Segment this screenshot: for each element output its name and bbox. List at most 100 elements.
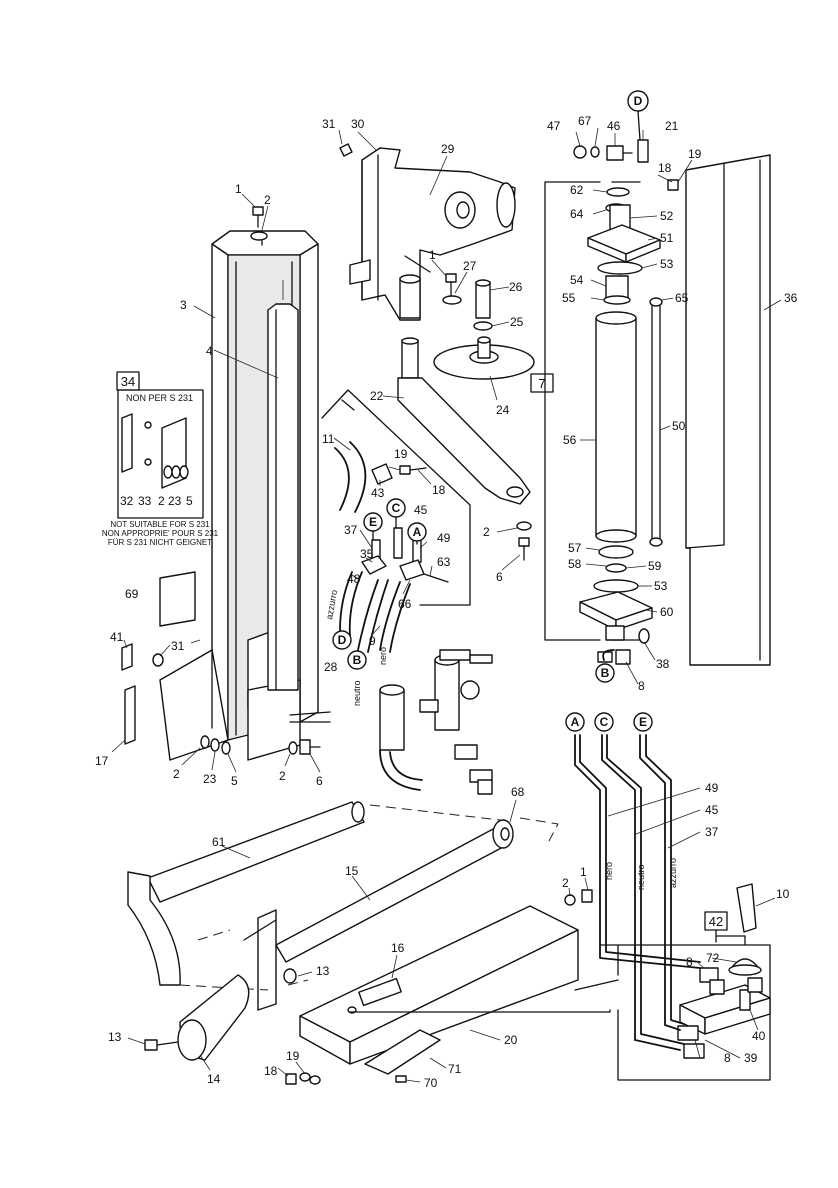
connector-d: D bbox=[634, 94, 643, 108]
callout-13: 13 bbox=[108, 1030, 122, 1044]
tube-b bbox=[602, 649, 615, 661]
connector-c: C bbox=[600, 715, 609, 729]
top-screw bbox=[250, 206, 268, 241]
fittings-35-66 bbox=[339, 527, 449, 653]
bracket-41 bbox=[121, 643, 133, 671]
note-fur: FÜR S 231 NICHT GEIGNET bbox=[108, 538, 212, 547]
inner-rod bbox=[267, 280, 299, 691]
callout-2: 2 bbox=[562, 876, 569, 890]
callout-67: 67 bbox=[578, 114, 592, 128]
callout-19: 19 bbox=[286, 1049, 300, 1063]
box-34-notes: NON PER S 231 NOT SUITABLE FOR S 231 NON… bbox=[102, 393, 219, 547]
callout-8: 8 bbox=[638, 679, 645, 693]
callout-35: 35 bbox=[360, 547, 374, 561]
callout-49: 49 bbox=[705, 781, 719, 795]
callout-48: 48 bbox=[347, 572, 361, 586]
callout-54: 54 bbox=[570, 273, 584, 287]
connector-c: C bbox=[392, 501, 401, 515]
callout-45: 45 bbox=[414, 503, 428, 517]
callout-33: 33 bbox=[138, 494, 152, 508]
callout-70: 70 bbox=[424, 1076, 438, 1090]
connector-b: B bbox=[601, 666, 610, 680]
callout-24: 24 bbox=[496, 403, 510, 417]
callout-51: 51 bbox=[660, 231, 674, 245]
callout-19: 19 bbox=[688, 147, 702, 161]
callout-23: 23 bbox=[203, 772, 217, 786]
callout-29: 29 bbox=[441, 142, 455, 156]
section-outline bbox=[321, 389, 471, 606]
box-7 bbox=[530, 373, 554, 393]
connector-e: E bbox=[369, 515, 377, 529]
connector-d: D bbox=[338, 633, 347, 647]
callout-6: 6 bbox=[496, 570, 503, 584]
hose-label-azzurro: azzurro bbox=[324, 589, 339, 620]
callout-62: 62 bbox=[570, 183, 584, 197]
callout-4: 4 bbox=[206, 344, 213, 358]
callout-6: 6 bbox=[316, 774, 323, 788]
callout-63: 63 bbox=[437, 555, 451, 569]
callout-65: 65 bbox=[675, 291, 689, 305]
callout-10: 10 bbox=[776, 887, 790, 901]
callout-58: 58 bbox=[568, 557, 582, 571]
hose-11 bbox=[334, 441, 427, 513]
callout-18: 18 bbox=[658, 161, 672, 175]
boxed-labels: 34 7 42 bbox=[121, 374, 723, 929]
callout-1: 1 bbox=[580, 865, 587, 879]
cover-36 bbox=[667, 154, 771, 666]
connector-e: E bbox=[639, 715, 647, 729]
callout-43: 43 bbox=[371, 486, 385, 500]
upper-arm bbox=[339, 143, 516, 321]
callout-18: 18 bbox=[264, 1064, 278, 1078]
callout-23: 23 bbox=[168, 494, 182, 508]
callout-20: 20 bbox=[504, 1033, 518, 1047]
bracket-17 bbox=[124, 685, 136, 745]
callout-2: 2 bbox=[483, 525, 490, 539]
hose-label-nero: nero bbox=[378, 647, 388, 665]
callout-40: 40 bbox=[752, 1029, 766, 1043]
note-not-suitable: NOT SUITABLE FOR S 231 bbox=[110, 520, 210, 529]
callout-57: 57 bbox=[568, 541, 582, 555]
disc-24 bbox=[433, 336, 535, 380]
hose-label-azzurro: azzurro bbox=[668, 858, 678, 888]
callout-68: 68 bbox=[511, 785, 525, 799]
callout-49: 49 bbox=[437, 531, 451, 545]
callout-22: 22 bbox=[370, 389, 384, 403]
callout-8: 8 bbox=[724, 1051, 731, 1065]
note-non-per: NON PER S 231 bbox=[126, 393, 193, 403]
lower-arm bbox=[397, 337, 531, 505]
callout-53: 53 bbox=[660, 257, 674, 271]
callout-50: 50 bbox=[672, 419, 686, 433]
callout-2: 2 bbox=[158, 494, 165, 508]
pin-26 bbox=[473, 279, 493, 331]
callout-28: 28 bbox=[324, 660, 338, 674]
leader-lines bbox=[111, 127, 782, 1083]
callout-52: 52 bbox=[660, 209, 674, 223]
callout-26: 26 bbox=[509, 280, 523, 294]
tubes-ace bbox=[574, 734, 701, 1051]
knob-14 bbox=[144, 968, 297, 1061]
callout-2: 2 bbox=[173, 767, 180, 781]
connector-letters: D E C A D B B A C E bbox=[338, 94, 647, 729]
callout-numbers: 1 2 3 4 31 30 29 1 27 26 25 22 24 11 19 … bbox=[95, 114, 798, 1090]
callout-18: 18 bbox=[432, 483, 446, 497]
callout-46: 46 bbox=[607, 119, 621, 133]
callout-47: 47 bbox=[547, 119, 561, 133]
callout-8: 8 bbox=[686, 955, 693, 969]
callout-64: 64 bbox=[570, 207, 584, 221]
callout-21: 21 bbox=[665, 119, 679, 133]
callout-41: 41 bbox=[110, 630, 124, 644]
filter-regulator-unit bbox=[379, 649, 493, 795]
callout-66: 66 bbox=[398, 597, 412, 611]
hose-label-neutro: neutro bbox=[352, 680, 362, 706]
callout-2: 2 bbox=[264, 193, 271, 207]
callout-38: 38 bbox=[656, 657, 670, 671]
hose-label-nero: nero bbox=[604, 862, 614, 880]
callout-56: 56 bbox=[563, 433, 577, 447]
callout-5: 5 bbox=[186, 494, 193, 508]
arm-61 bbox=[127, 801, 365, 986]
callout-1: 1 bbox=[429, 248, 436, 262]
bolt-6 bbox=[516, 521, 532, 561]
callout-53: 53 bbox=[654, 579, 668, 593]
base-20 bbox=[285, 905, 579, 1085]
